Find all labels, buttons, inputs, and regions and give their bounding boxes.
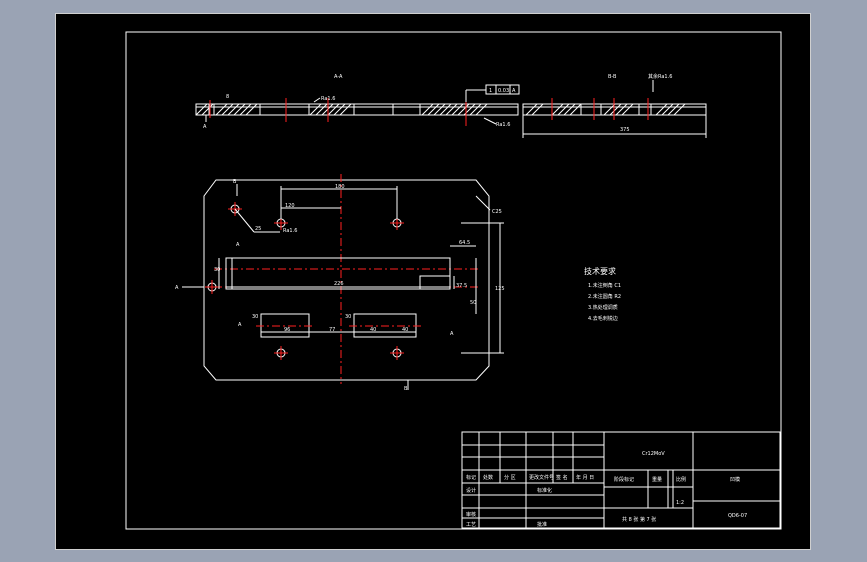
drawing-canvas: A-A 1 0.03 A [125,31,782,530]
title-block: Cr12MoV 凹模 QD6-07 1:2 共 8 张 第 7 张 标记 处数 … [461,431,781,529]
dim-30-left: 30 [214,267,220,273]
tb-scale: 1:2 [676,500,684,506]
hole-group [205,202,404,360]
tb-label-design: 设计 [466,487,476,494]
inner-frame [125,31,782,530]
tolerance-value: 0.03 [498,88,509,94]
tb-label-date: 年 月 日 [576,474,594,481]
drawing-sheet: A-A 1 0.03 A [55,13,811,550]
dim-30-slot-right: 30 [345,314,351,320]
datum-a-aa: A [203,124,207,130]
slot-corner-mark-2: A [238,322,242,328]
slot-corner-mark-1: A [236,242,240,248]
dim-aa-width: 8 [226,94,229,100]
tb-label-stage: 阶段标记 [614,476,634,483]
dim-30-slot-left: 30 [252,314,258,320]
section-bb-view: 375 Ra1.6 其余 [522,73,707,138]
tb-label-mark: 标记 [466,474,476,481]
dim-125: 125 [495,286,505,292]
tb-label-count: 处数 [483,474,493,481]
dim-180: 180 [335,184,345,190]
tb-part-name: 凹模 [730,476,740,483]
tb-label-scale: 比例 [676,476,686,483]
roughness-plan: Ra1.6 [283,228,297,234]
tb-label-weight: 重量 [652,476,662,483]
slot-corner-mark-3: A [450,331,454,337]
roughness-aa-2: Ra1.6 [496,122,510,128]
tb-sheet: 共 8 张 第 7 张 [622,516,656,523]
dim-226: 226 [334,281,344,287]
note-bb-other: 其余 [648,73,658,80]
tech-req-1: 1.未注倒角 C1 [588,282,621,289]
tb-label-std: 标准化 [537,487,552,494]
roughness-aa-1: Ra1.6 [321,96,335,102]
hatch-aa [195,103,488,116]
dim-bb-length: 375 [620,127,630,133]
slot-long [225,257,451,290]
roughness-bb: Ra1.6 [658,74,672,80]
dim-96: 96 [284,327,290,333]
tech-req-2: 2.未注圆角 R2 [588,293,621,300]
tech-req-title: 技术要求 [584,266,616,276]
dim-120: 120 [285,203,295,209]
plan-view: 180 120 226 64.5 30 37.5 125 50 96 77 40… [175,174,505,392]
section-bb-label: B-B [608,74,617,80]
dim-37: 37.5 [456,283,467,289]
dim-77: 77 [329,327,335,333]
tb-label-change: 更改文件号 [529,474,554,481]
tb-label-sign: 签 名 [556,474,568,481]
tolerance-symbol: 1 [489,88,492,94]
hole-note: 25 [255,226,261,232]
section-aa-view: 1 0.03 A 8 Ra1.6 Ra1.6 A [195,84,520,130]
slot-step [419,275,451,290]
section-marker-a-left: A [175,285,179,291]
section-marker-b-top: B [233,179,237,185]
tolerance-datum: A [512,88,516,94]
dim-50: 50 [470,300,476,306]
section-marker-b-bottom: B [404,386,408,392]
dim-64: 64.5 [459,240,470,246]
tb-material: Cr12MoV [642,451,665,457]
tb-label-zone: 分 区 [504,474,516,481]
chamfer-c25: C25 [492,209,502,215]
tb-label-check: 审核 [466,511,476,518]
section-aa-label: A-A [334,74,343,80]
tech-req-4: 4.去毛刺锐边 [588,315,618,322]
tb-label-process: 工艺 [466,522,476,528]
tech-req-3: 3.热处理调质 [588,304,618,311]
plate-outline [203,179,490,381]
tb-label-approve: 批准 [537,521,547,528]
tb-drawing-no: QD6-07 [728,513,747,519]
dim-40-a: 40 [370,327,376,333]
tech-requirements: 技术要求 1.未注倒角 C1 2.未注圆角 R2 3.热处理调质 4.去毛刺锐边 [584,266,621,322]
hatch-bb [525,103,686,116]
dim-40-b: 40 [402,327,408,333]
